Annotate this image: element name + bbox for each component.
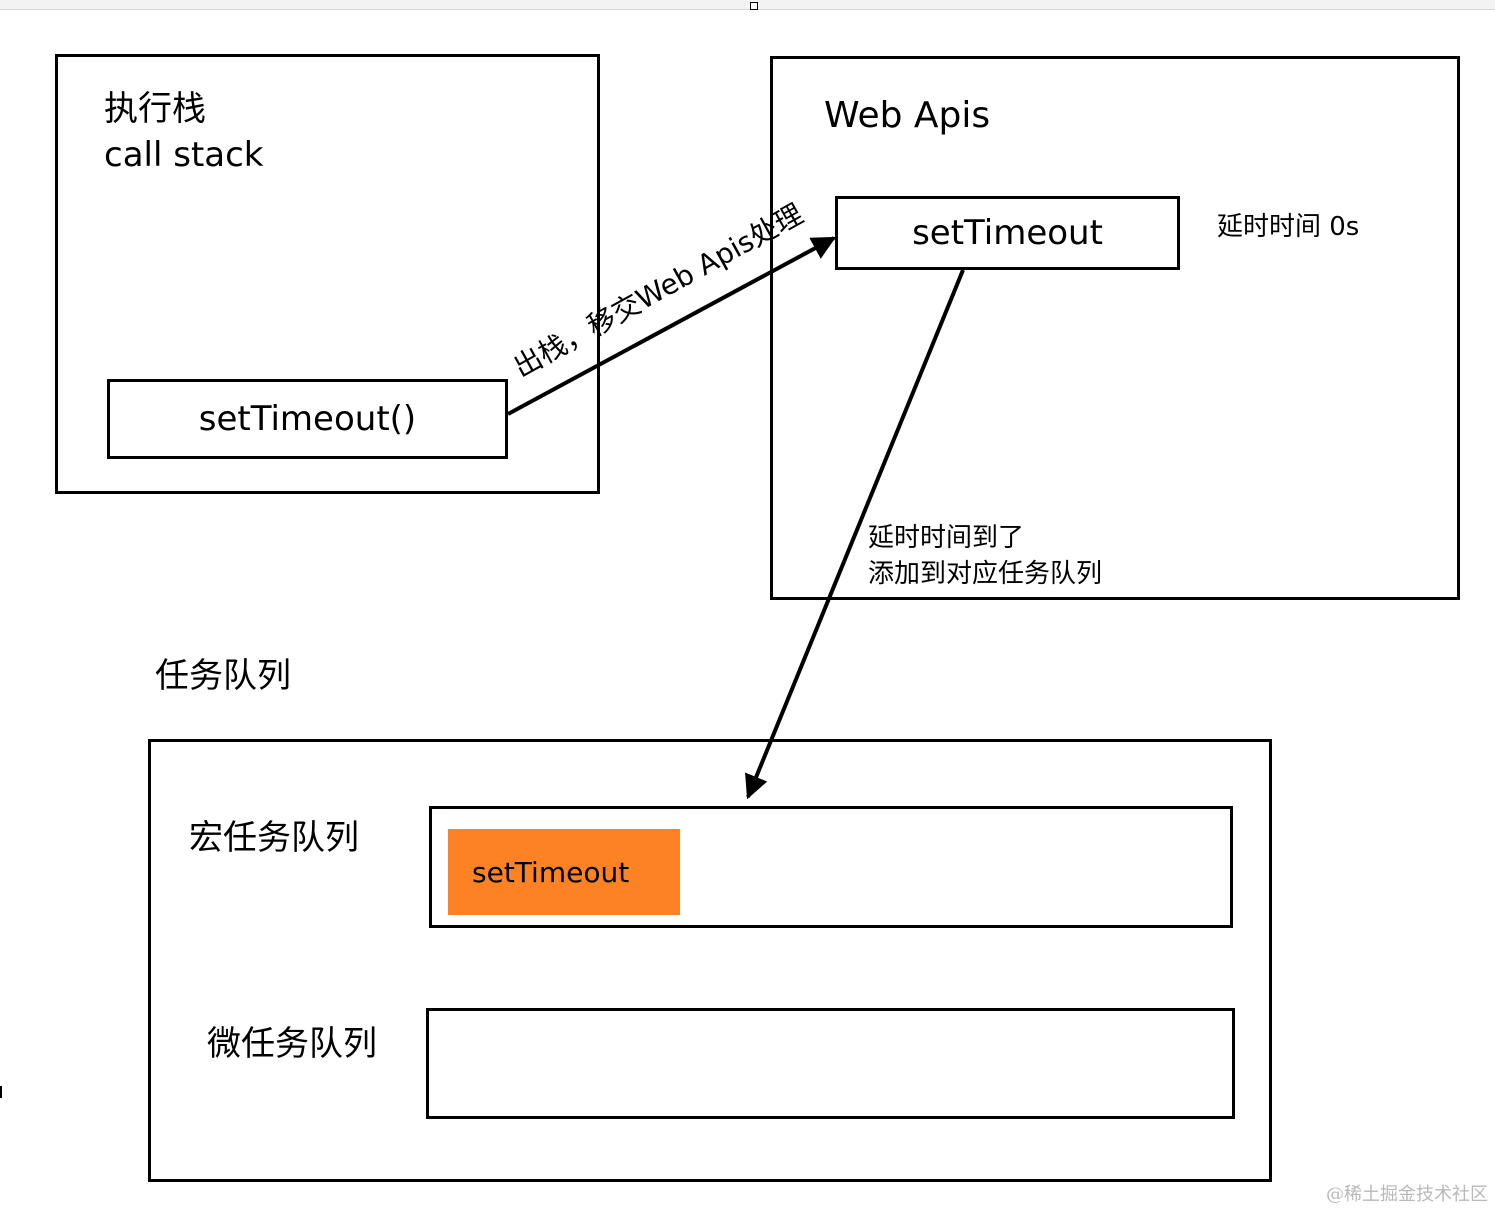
task-queue-title: 任务队列 xyxy=(155,656,291,696)
delay-label: 延时时间 0s xyxy=(1217,212,1360,242)
watermark: @稀土掘金技术社区 xyxy=(1326,1184,1488,1205)
macro-task-item-label: setTimeout xyxy=(472,855,630,889)
web-apis-item: setTimeout xyxy=(835,196,1180,270)
macro-task-queue-label: 宏任务队列 xyxy=(189,818,359,858)
macro-task-queue-box xyxy=(429,806,1233,928)
window-top-strip xyxy=(0,0,1495,10)
task-queue-box xyxy=(148,739,1272,1182)
selection-handle-icon[interactable] xyxy=(750,2,758,10)
arrow-label-to-queue: 延时时间到了 添加到对应任务队列 xyxy=(868,523,1103,589)
web-apis-title: Web Apis xyxy=(824,95,991,136)
call-stack-item: setTimeout() xyxy=(107,379,508,459)
edge-tick-mark xyxy=(0,1086,2,1098)
call-stack-item-label: setTimeout() xyxy=(198,399,417,439)
micro-task-queue-label: 微任务队列 xyxy=(207,1024,377,1064)
macro-task-item: setTimeout xyxy=(448,829,680,915)
call-stack-title: 执行栈 call stack xyxy=(104,89,264,175)
web-apis-item-label: setTimeout xyxy=(912,213,1103,253)
web-apis-box xyxy=(770,56,1460,600)
micro-task-queue-box xyxy=(426,1008,1235,1119)
